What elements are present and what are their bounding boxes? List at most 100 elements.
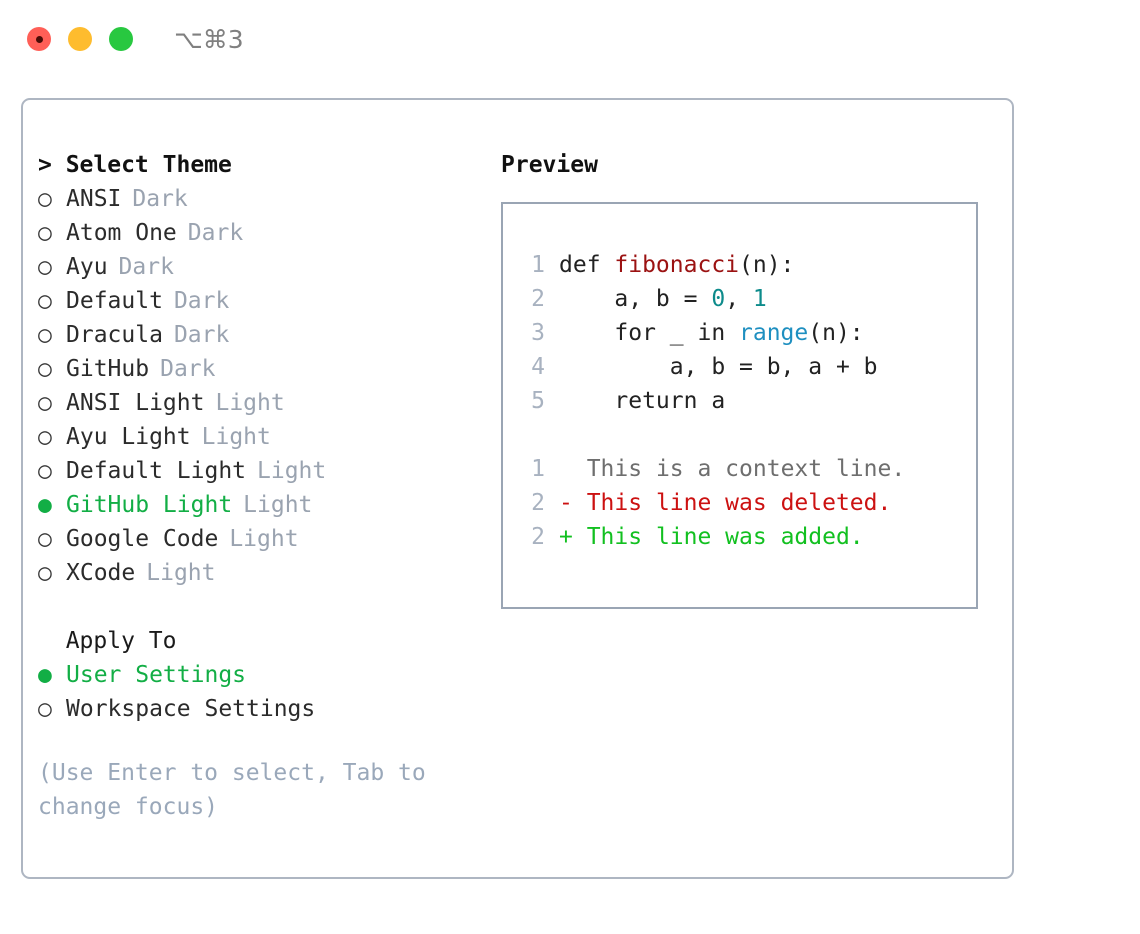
- theme-category-tag: Light: [146, 560, 216, 586]
- line-number: 4: [531, 354, 545, 380]
- diff-text: This line was added.: [586, 524, 864, 550]
- radio-unselected-icon: ○: [38, 356, 52, 382]
- theme-option-ayu[interactable]: ○ Ayu Dark: [38, 250, 498, 284]
- theme-category-tag: Dark: [160, 356, 216, 382]
- theme-option-dracula[interactable]: ○ Dracula Dark: [38, 318, 498, 352]
- theme-name: Ayu: [66, 254, 108, 280]
- theme-option-ansi-light[interactable]: ○ ANSI Light Light: [38, 386, 498, 420]
- apply-to-option-workspace-settings[interactable]: ○ Workspace Settings: [38, 692, 498, 726]
- theme-name: Default Light: [66, 458, 247, 484]
- theme-option-atom-one[interactable]: ○ Atom One Dark: [38, 216, 498, 250]
- apply-to-label: User Settings: [66, 662, 247, 688]
- close-window-button[interactable]: [27, 27, 51, 51]
- minimize-window-button[interactable]: [68, 27, 92, 51]
- diff-sample: 1 This is a context line.2- This line wa…: [503, 452, 976, 554]
- diff-text: This is a context line.: [586, 456, 906, 482]
- radio-selected-icon: ●: [38, 662, 52, 688]
- select-theme-header: > Select Theme: [38, 152, 232, 178]
- diff-marker: +: [559, 524, 587, 550]
- radio-unselected-icon: ○: [38, 390, 52, 416]
- radio-unselected-icon: ○: [38, 424, 52, 450]
- code-line: 2 a, b = 0, 1: [503, 282, 976, 316]
- theme-name: GitHub Light: [66, 492, 233, 518]
- theme-name: Atom One: [66, 220, 177, 246]
- radio-unselected-icon: ○: [38, 186, 52, 212]
- theme-option-default-light[interactable]: ○ Default Light Light: [38, 454, 498, 488]
- radio-unselected-icon: ○: [38, 526, 52, 552]
- theme-name: Google Code: [66, 526, 219, 552]
- code-token-plain: a, b =: [559, 286, 712, 312]
- radio-unselected-icon: ○: [38, 322, 52, 348]
- diff-text: This line was deleted.: [586, 490, 892, 516]
- theme-category-tag: Dark: [173, 288, 230, 314]
- code-token-num: 1: [752, 286, 767, 312]
- theme-category-tag: Light: [257, 458, 327, 484]
- radio-unselected-icon: ○: [38, 458, 52, 484]
- apply-to-header: Apply To: [38, 628, 177, 654]
- code-token-call: range: [739, 320, 809, 346]
- theme-option-github[interactable]: ○ GitHub Dark: [38, 352, 498, 386]
- line-number: 1: [531, 456, 545, 482]
- diff-line-context: 1 This is a context line.: [503, 452, 976, 486]
- theme-option-default[interactable]: ○ Default Dark: [38, 284, 498, 318]
- code-line: 1 def fibonacci(n):: [503, 248, 976, 282]
- theme-name: Default: [66, 288, 163, 314]
- diff-line-added: 2 + This line was added.: [503, 520, 976, 554]
- diff-line-deleted: 2- This line was deleted.: [503, 486, 976, 520]
- theme-category-tag: Light: [229, 526, 299, 552]
- code-token-num: 0: [711, 286, 726, 312]
- diff-marker: [559, 452, 587, 486]
- line-number: 2: [531, 524, 545, 550]
- apply-to-list[interactable]: ● User Settings ○ Workspace Settings: [38, 658, 498, 726]
- line-number: 1: [531, 252, 545, 278]
- theme-name: Dracula: [66, 322, 163, 348]
- code-diff-gap: [503, 418, 976, 452]
- code-token-fn: fibonacci: [614, 252, 740, 278]
- theme-category-tag: Dark: [118, 254, 174, 280]
- theme-option-google-code[interactable]: ○ Google Code Light: [38, 522, 498, 556]
- traffic-lights: [27, 27, 133, 51]
- theme-category-tag: Light: [215, 390, 285, 416]
- theme-name: ANSI Light: [66, 390, 205, 416]
- list-spacer: [38, 590, 498, 624]
- theme-category-tag: Light: [243, 492, 313, 518]
- line-number: 5: [531, 388, 545, 414]
- preview-header: Preview: [501, 152, 598, 178]
- radio-unselected-icon: ○: [38, 560, 52, 586]
- zoom-window-button[interactable]: [109, 27, 133, 51]
- window-title-bar: ⌥⌘3: [0, 0, 1140, 78]
- theme-category-tag: Light: [201, 424, 271, 450]
- radio-unselected-icon: ○: [38, 696, 52, 722]
- theme-category-tag: Dark: [173, 322, 230, 348]
- line-number: 2: [531, 490, 545, 516]
- theme-option-xcode[interactable]: ○ XCode Light: [38, 556, 498, 590]
- code-token-plain: (n):: [739, 252, 795, 278]
- code-line: 3 for _ in range(n):: [503, 316, 976, 350]
- diff-marker: -: [559, 490, 587, 516]
- apply-to-label: Workspace Settings: [66, 696, 316, 722]
- code-token-plain: return a: [559, 388, 726, 414]
- line-number: 2: [531, 286, 545, 312]
- theme-category-tag: Dark: [187, 220, 244, 246]
- radio-unselected-icon: ○: [38, 220, 52, 246]
- radio-unselected-icon: ○: [38, 254, 52, 280]
- radio-unselected-icon: ○: [38, 288, 52, 314]
- keyboard-shortcut-label: ⌥⌘3: [174, 24, 244, 54]
- theme-name: GitHub: [66, 356, 150, 382]
- code-token-plain: def: [559, 252, 615, 278]
- apply-to-option-user-settings[interactable]: ● User Settings: [38, 658, 498, 692]
- code-token-plain: for _ in: [559, 320, 740, 346]
- theme-name: ANSI: [66, 186, 122, 212]
- line-number: 3: [531, 320, 545, 346]
- code-token-plain: a, b = b, a + b: [559, 354, 878, 380]
- theme-name: XCode: [66, 560, 136, 586]
